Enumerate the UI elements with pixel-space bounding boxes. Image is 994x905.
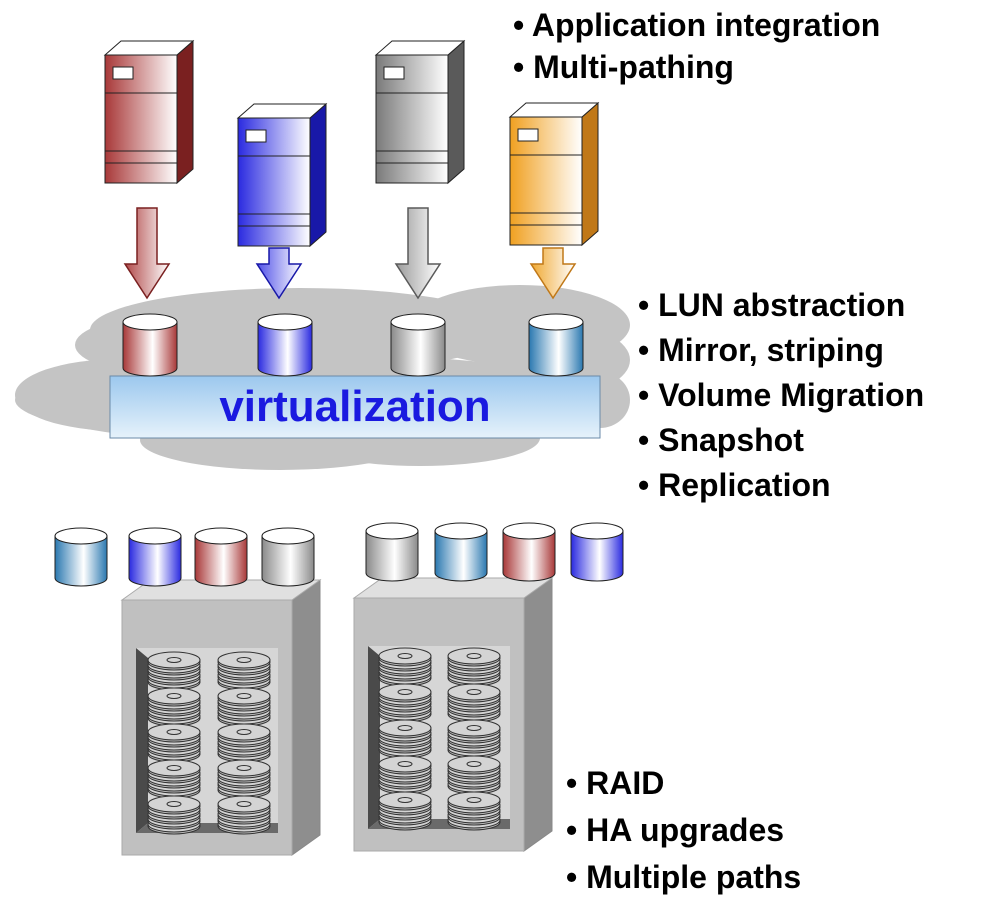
array-luns (54, 522, 624, 587)
down-arrow-icon (255, 247, 303, 300)
server-red-icon (103, 39, 195, 185)
bullet-item: • Volume Migration (638, 377, 925, 413)
lun-cylinder-icon (128, 527, 182, 587)
disk-stack-icon (447, 755, 501, 795)
disk-stack-icon (217, 795, 271, 835)
lun-cylinder-icon (390, 313, 446, 377)
storage-array-right (352, 577, 554, 852)
virtualization-bar (109, 375, 601, 439)
disk-stack-icon (378, 791, 432, 831)
down-arrow-icon (529, 247, 577, 300)
disk-stack-icon (378, 683, 432, 723)
lun-cylinder-icon (570, 522, 624, 582)
bullets-top: • Application integration • Multi-pathin… (513, 4, 880, 88)
bullet-item: • Multiple paths (566, 859, 802, 895)
down-arrow-icon (394, 207, 442, 300)
bullets-mid: • LUN abstraction • Mirror, striping • V… (638, 283, 924, 508)
disk-stack-icon (447, 647, 501, 687)
bullet-item: • Replication (638, 467, 831, 503)
disk-stack-icon (378, 719, 432, 759)
bullet-item: • Mirror, striping (638, 332, 884, 368)
lun-cylinder-icon (261, 527, 315, 587)
server-orange-icon (508, 101, 600, 247)
lun-cylinder-icon (122, 313, 178, 377)
bullet-item: • Snapshot (638, 422, 804, 458)
lun-cylinder-icon (54, 527, 108, 587)
lun-cylinder-icon (365, 522, 419, 582)
lun-cylinder-icon (434, 522, 488, 582)
down-arrow-icon (123, 207, 171, 300)
disk-stack-icon (217, 759, 271, 799)
disk-stack-icon (217, 651, 271, 691)
lun-cylinder-icon (194, 527, 248, 587)
disk-stack-icon (447, 683, 501, 723)
disk-stack-icon (217, 723, 271, 763)
bullets-bottom: • RAID • HA upgrades • Multiple paths (566, 760, 801, 901)
disk-stack-icon (147, 687, 201, 727)
arrows (123, 207, 577, 300)
disk-stack-icon (378, 755, 432, 795)
disk-stack-icon (217, 687, 271, 727)
lun-cylinder-icon (257, 313, 313, 377)
disk-stack-icon (378, 647, 432, 687)
bullet-item: • LUN abstraction (638, 287, 906, 323)
server-gray-icon (374, 39, 466, 185)
disk-stack-icon (447, 719, 501, 759)
server-blue-icon (236, 102, 328, 248)
bullet-item: • Multi-pathing (513, 49, 734, 85)
virtualization-label: virtualization (219, 382, 491, 431)
storage-arrays (120, 577, 554, 856)
disk-stack-icon (147, 759, 201, 799)
bullet-item: • Application integration (513, 7, 881, 43)
disk-stack-icon (147, 795, 201, 835)
disk-stack-icon (147, 723, 201, 763)
disk-stack-icon (147, 651, 201, 691)
storage-array-left (120, 579, 322, 856)
lun-cylinder-icon (502, 522, 556, 582)
bullet-item: • HA upgrades (566, 812, 785, 848)
servers (103, 39, 600, 248)
disk-stack-icon (447, 791, 501, 831)
bullet-item: • RAID (566, 765, 665, 801)
lun-cylinder-icon (528, 313, 584, 377)
virtual-luns (122, 313, 584, 377)
